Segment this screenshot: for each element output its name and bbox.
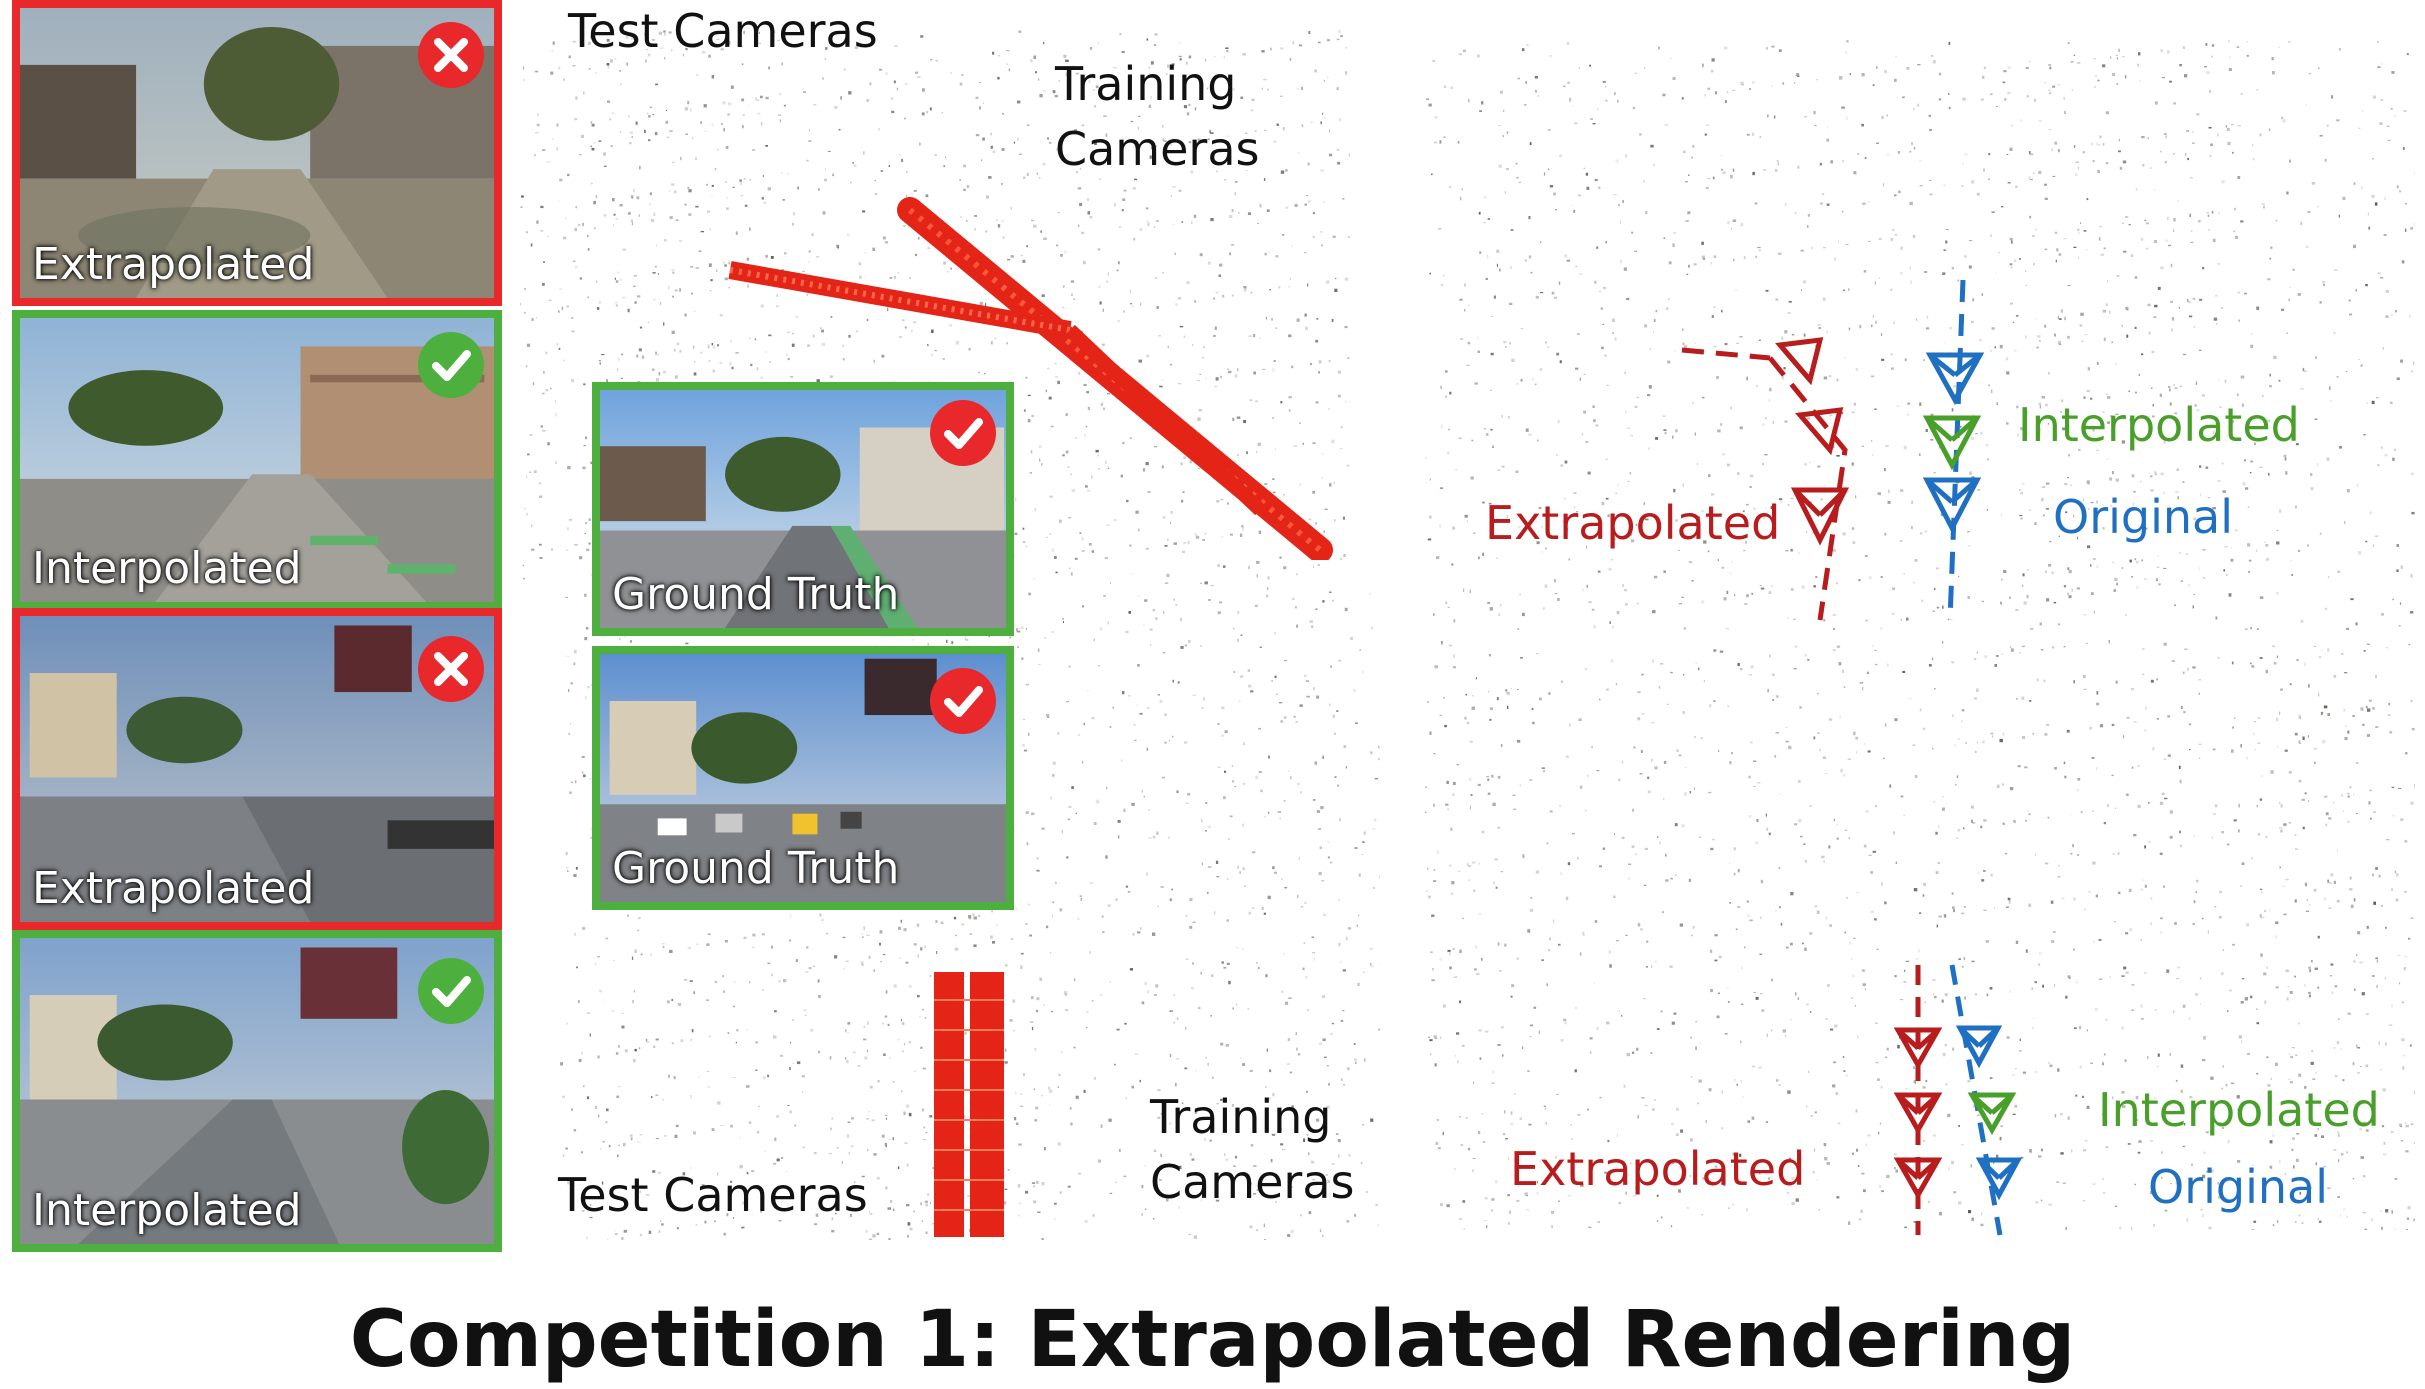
extrapolated-camera-icon [1893, 1092, 1943, 1136]
extrapolated-path [1681, 337, 1850, 621]
interpolated-view-2: Interpolated [12, 930, 502, 1252]
x-icon [418, 636, 484, 702]
original-label-bottom: Original [2148, 1160, 2329, 1214]
point-cloud-right-top [1425, 40, 2415, 630]
check-icon [418, 958, 484, 1024]
boulevard-scene-ground-truth [600, 654, 1006, 902]
original-path [1922, 279, 1985, 621]
extrapolated-view-2: Extrapolated [12, 608, 502, 930]
view-caption: Extrapolated [32, 863, 315, 914]
check-icon [930, 400, 996, 466]
x-icon [418, 22, 484, 88]
original-camera-icon [1975, 1157, 2023, 1201]
training-cameras-label-top: Training Cameras [1055, 57, 1260, 176]
street-scene-blurry [20, 8, 494, 298]
interpolated-label-top: Interpolated [2018, 398, 2300, 452]
test-cameras-trajectory [728, 261, 1265, 516]
extrapolated-camera-icon [1795, 407, 1844, 456]
ground-truth-caption: Ground Truth [612, 843, 900, 894]
check-icon [418, 332, 484, 398]
camera-splits-top [1681, 279, 1985, 621]
interpolated-camera-icon [1967, 1092, 2017, 1136]
extrapolated-path [1893, 965, 1943, 1235]
view-caption: Interpolated [32, 1185, 302, 1236]
extrapolated-label-bottom: Extrapolated [1510, 1142, 1806, 1196]
original-camera-icon [1925, 352, 1985, 406]
extrapolated-label-top: Extrapolated [1485, 496, 1781, 550]
original-camera-icon [1922, 477, 1982, 534]
camera-trajectory-top [728, 197, 1333, 560]
original-label-top: Original [2053, 490, 2234, 544]
interpolated-label-bottom: Interpolated [2098, 1083, 2380, 1137]
camera-trajectory-bottom [934, 972, 1004, 1237]
test-cameras-label-bottom: Test Cameras [558, 1168, 868, 1222]
extrapolated-camera-icon [1893, 1027, 1943, 1071]
extrapolated-view-1: Extrapolated [12, 0, 502, 306]
test-cameras-label-top: Test Cameras [568, 4, 878, 58]
boulevard-scene-sharp [20, 938, 494, 1244]
street-scene-ground-truth [600, 390, 1006, 628]
figure-title: Competition 1: Extrapolated Rendering [349, 1295, 2076, 1385]
view-caption: Interpolated [32, 543, 302, 594]
interpolated-view-1: Interpolated [12, 310, 502, 610]
training-cameras-label-bottom: Training Cameras [1150, 1090, 1355, 1209]
ground-truth-view-2: Ground Truth [592, 646, 1014, 910]
street-scene-sharp [20, 318, 494, 602]
interpolated-camera-icon [1922, 415, 1982, 471]
ground-truth-view-1: Ground Truth [592, 382, 1014, 636]
extrapolated-camera-icon [1790, 487, 1850, 546]
extrapolated-camera-icon [1775, 337, 1824, 386]
check-icon [930, 668, 996, 734]
original-camera-icon [1955, 1025, 2003, 1069]
boulevard-scene-blurry [20, 616, 494, 922]
ground-truth-caption: Ground Truth [612, 569, 900, 620]
view-caption: Extrapolated [32, 239, 315, 290]
camera-splits-bottom [1893, 964, 2023, 1236]
extrapolated-camera-icon [1893, 1157, 1943, 1201]
